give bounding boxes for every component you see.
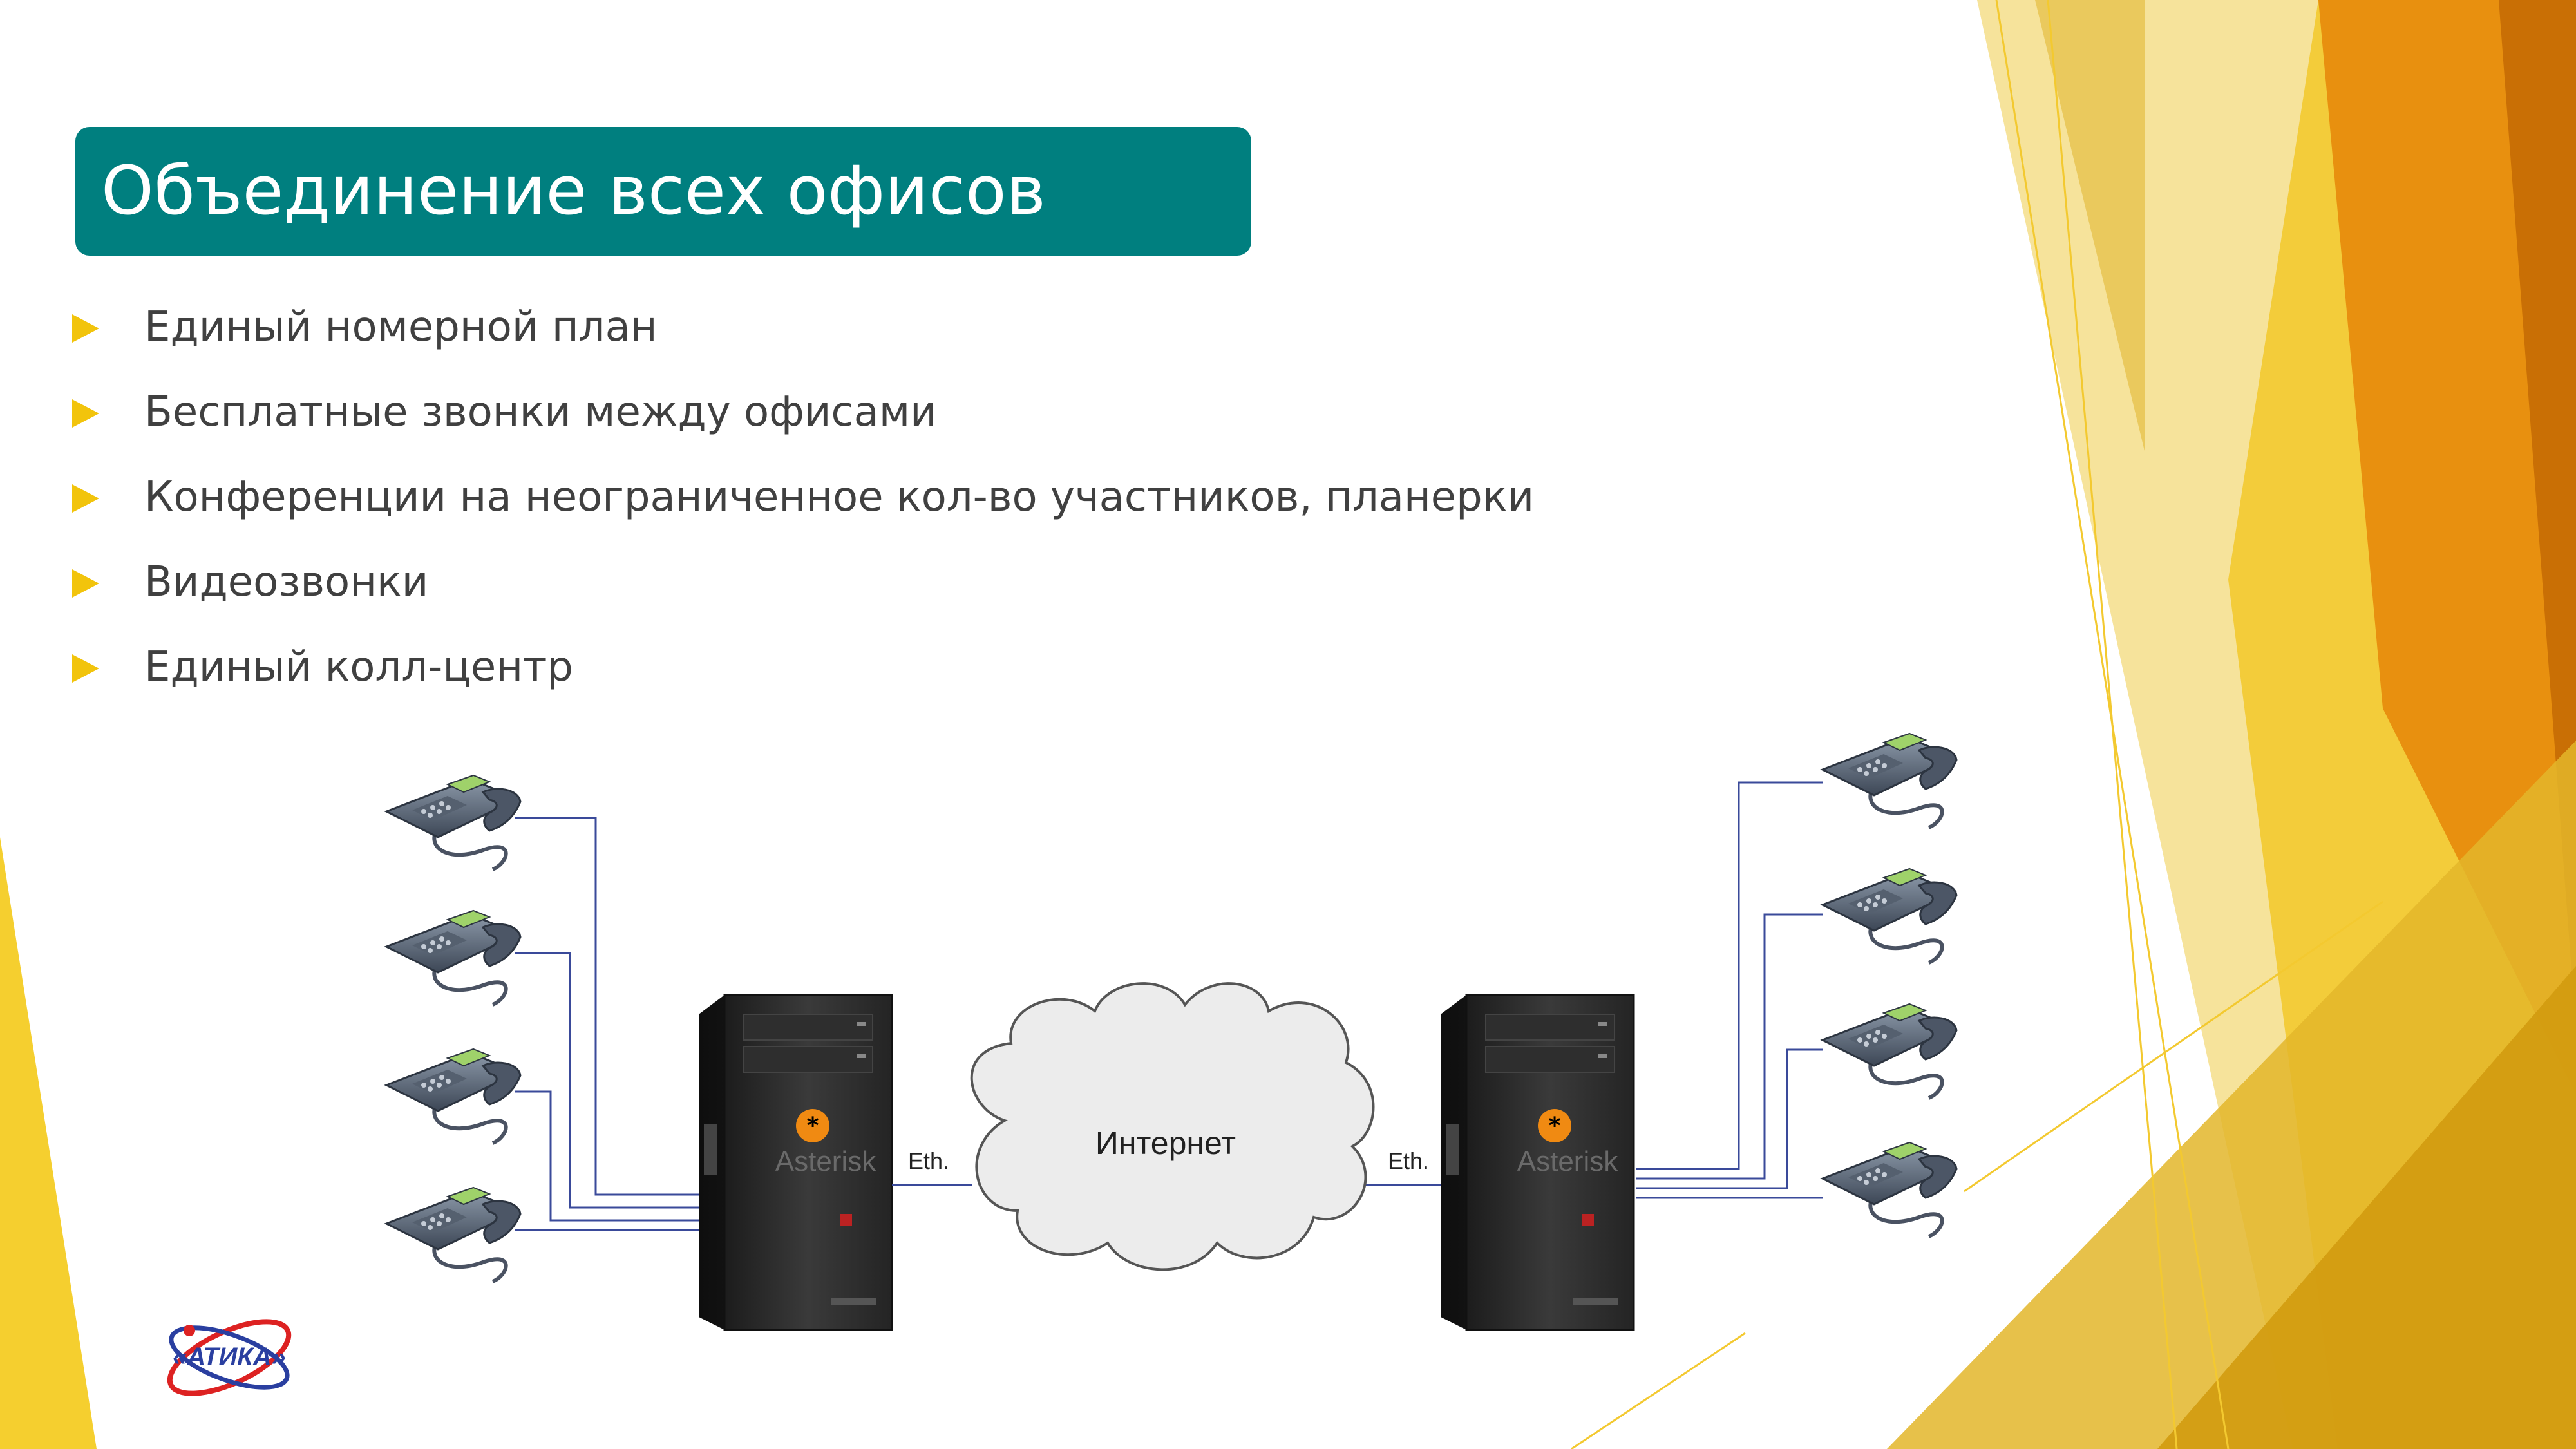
right-eth-label: Eth. (1388, 1148, 1429, 1174)
phone-icon (386, 1049, 520, 1143)
cloud-label: Интернет (1095, 1125, 1236, 1161)
logo-text: «АТИКА» (173, 1343, 286, 1371)
left-office-phones (386, 775, 520, 1282)
company-logo: «АТИКА» (152, 1298, 307, 1414)
left-eth-label: Eth. (908, 1148, 949, 1174)
phone-icon (386, 911, 520, 1005)
right-office-phones (1823, 734, 1956, 1236)
right-server-brand: Asterisk (1517, 1146, 1618, 1177)
right-office-wires (1636, 782, 1823, 1198)
right-server: * Asterisk (1441, 995, 1634, 1330)
phone-icon (1823, 1142, 1956, 1236)
phone-icon (386, 775, 520, 869)
svg-text:*: * (807, 1113, 819, 1139)
left-server-brand: Asterisk (775, 1146, 876, 1177)
left-office-wires (515, 818, 699, 1230)
phone-icon (1823, 869, 1956, 963)
phone-icon (1823, 1004, 1956, 1098)
left-server: * Asterisk (699, 995, 892, 1330)
svg-text:*: * (1549, 1113, 1561, 1139)
phone-icon (386, 1188, 520, 1282)
phone-icon (1823, 734, 1956, 828)
internet-cloud: Интернет (972, 983, 1374, 1269)
